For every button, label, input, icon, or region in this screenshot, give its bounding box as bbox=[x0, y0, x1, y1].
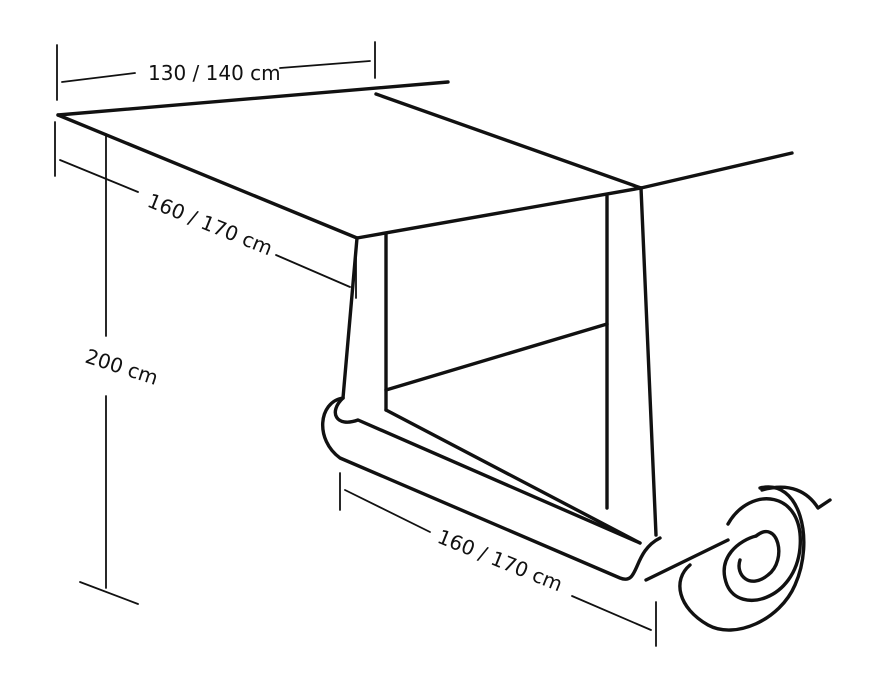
dim-line-left bbox=[61, 72, 136, 83]
wheel-hub bbox=[737, 530, 781, 583]
label-top-width: 130 / 140 cm bbox=[148, 61, 281, 85]
dimension-top-width: 130 / 140 cm bbox=[56, 41, 376, 101]
dim-line-bottom-right bbox=[571, 595, 652, 631]
wheel-rim-inner bbox=[722, 497, 802, 602]
dim-height-end-tick bbox=[79, 581, 139, 605]
vehicle-roofline bbox=[639, 151, 794, 190]
roof-right-edge bbox=[374, 92, 643, 190]
canopy-roof bbox=[56, 80, 794, 240]
roof-front-edge bbox=[355, 186, 643, 240]
dim-line-depth-left bbox=[59, 159, 139, 193]
bottom-tube bbox=[321, 396, 662, 581]
roof-left-edge bbox=[56, 113, 359, 240]
wheel bbox=[644, 485, 832, 632]
awning-walls bbox=[341, 186, 658, 537]
wheel-rim-outer bbox=[678, 485, 806, 632]
label-top-depth: 160 / 170 cm bbox=[144, 188, 276, 260]
tube-lower-edge bbox=[384, 408, 642, 545]
dim-line-right bbox=[279, 60, 371, 69]
rear-wall-diagonal bbox=[384, 322, 609, 392]
tube-inner-contour bbox=[333, 396, 642, 545]
label-bottom-depth: 160 / 170 cm bbox=[434, 524, 566, 596]
wheel-arch bbox=[760, 485, 832, 510]
label-height: 200 cm bbox=[82, 344, 161, 390]
front-left-post-outer bbox=[341, 236, 359, 400]
dim-line-bottom-left bbox=[344, 489, 431, 533]
dim-line-depth-right bbox=[275, 254, 351, 288]
roof-back-edge bbox=[56, 80, 450, 117]
tube-upper-contour bbox=[321, 396, 662, 581]
rear-post-outer bbox=[639, 186, 658, 537]
chassis-line bbox=[644, 538, 730, 582]
dimension-top-depth: 160 / 170 cm bbox=[54, 121, 357, 299]
